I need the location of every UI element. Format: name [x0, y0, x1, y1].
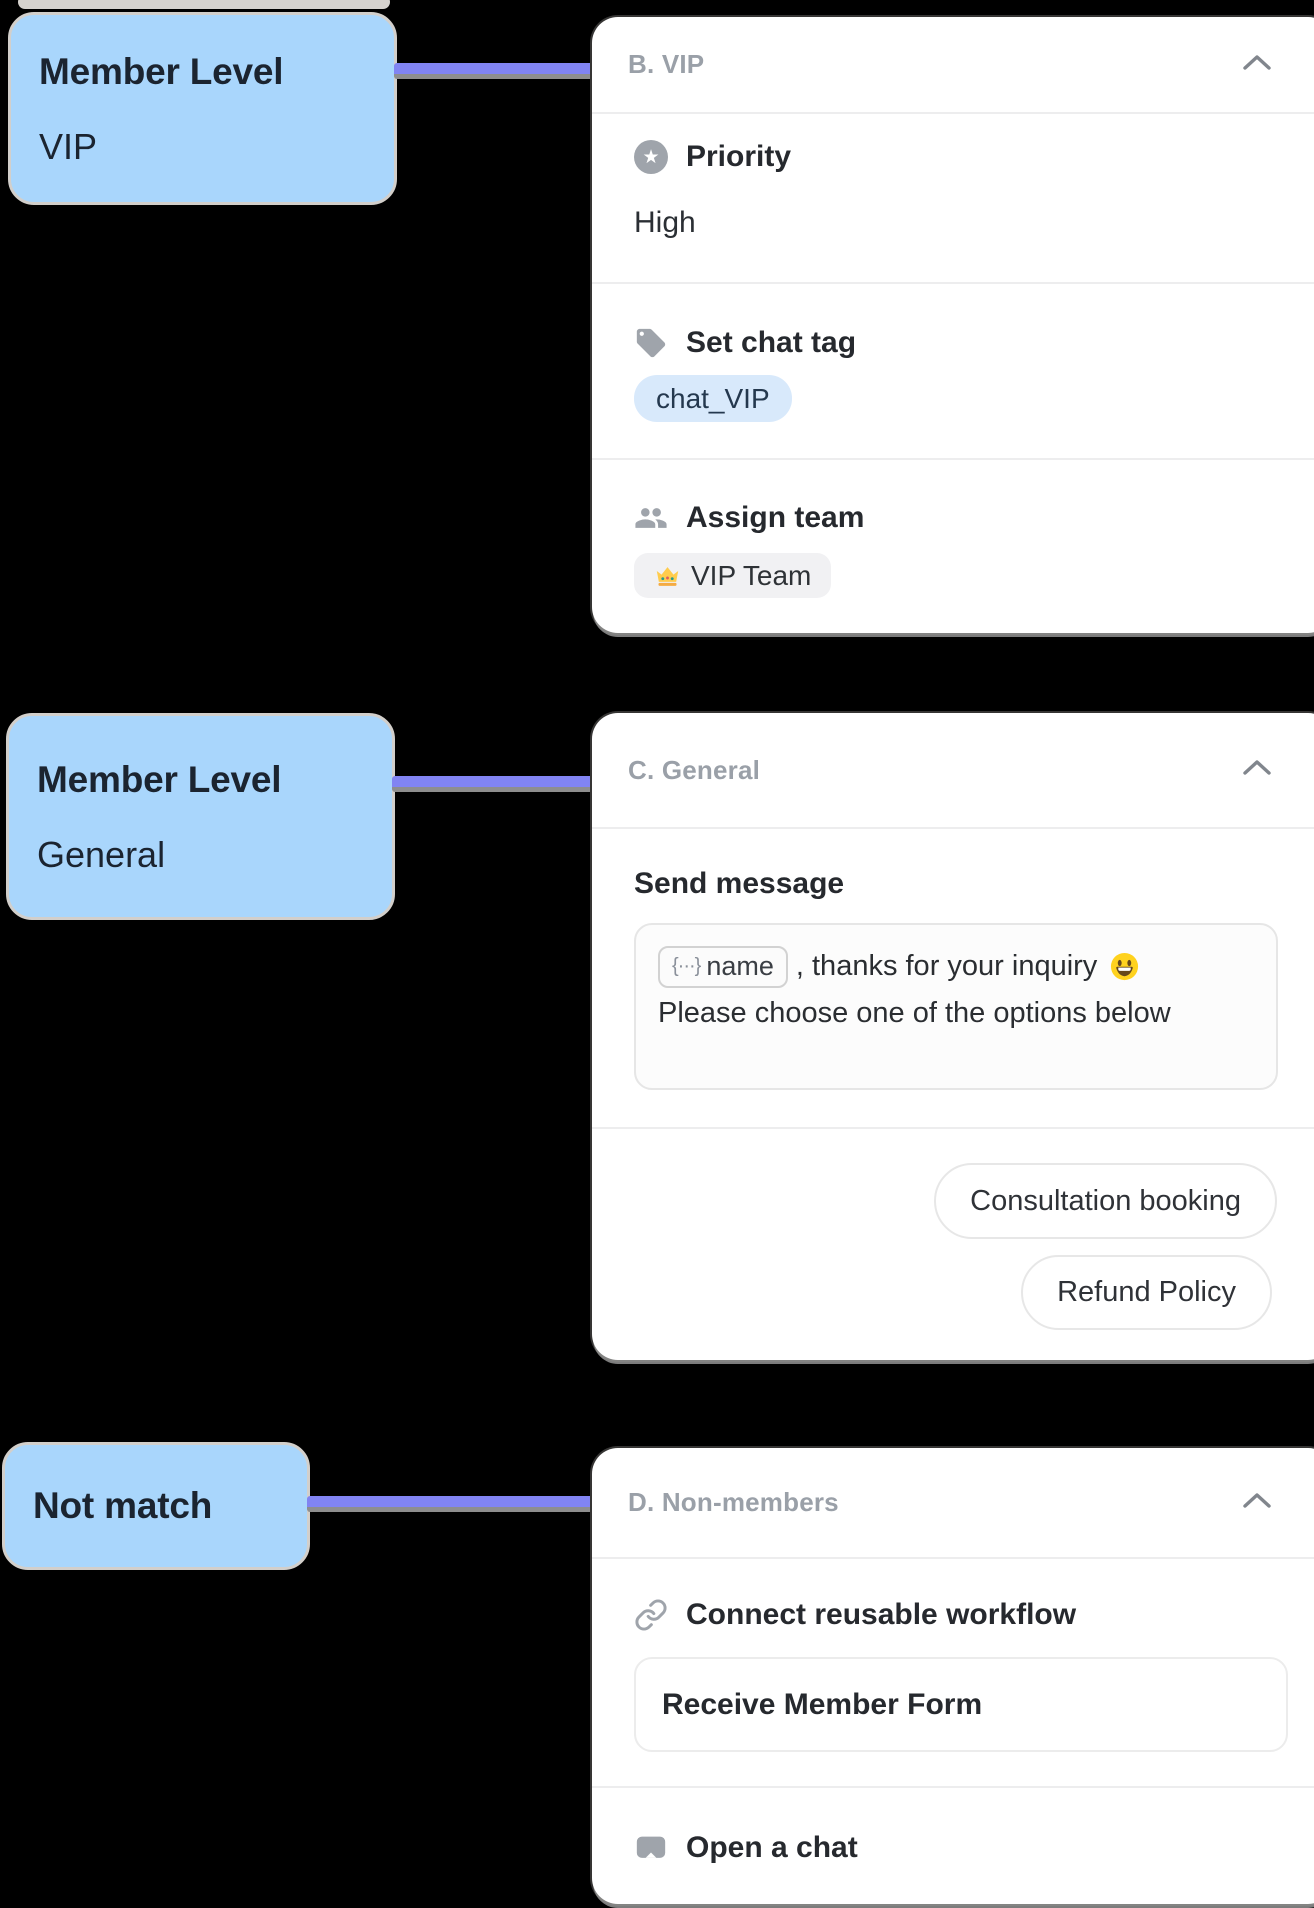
condition-label-not-match[interactable]: Not match: [2, 1442, 310, 1570]
divider: [592, 827, 1314, 829]
connect-workflow-label: Connect reusable workflow: [686, 1598, 1077, 1631]
divider: [592, 1557, 1314, 1559]
chat-tag-value[interactable]: chat_VIP: [634, 375, 792, 422]
card-non-members: D. Non-members Connect reusable workflow…: [592, 1448, 1314, 1904]
connector-line-vip: [394, 63, 590, 79]
card-title: D. Non-members: [628, 1487, 839, 1517]
chevron-up-icon[interactable]: [1242, 759, 1272, 781]
condition-label-vip[interactable]: Member Level VIP: [8, 12, 397, 205]
card-title: C. General: [628, 754, 761, 785]
chat-tag-row: Set chat tag: [634, 326, 856, 360]
crown-emoji-icon: [654, 562, 681, 589]
star-icon: ★: [634, 140, 668, 174]
assigned-team-value[interactable]: VIP Team: [634, 553, 832, 598]
card-non-members-header: D. Non-members: [592, 1448, 1314, 1557]
assign-team-row: Assign team: [634, 501, 864, 535]
connected-workflow-button[interactable]: Receive Member Form: [634, 1657, 1288, 1752]
quick-reply-refund-button[interactable]: Refund Policy: [1021, 1255, 1272, 1330]
variable-token-icon: {···}: [672, 955, 701, 977]
open-chat-row: Open a chat: [634, 1831, 858, 1865]
message-line-1: {···} name , thanks for your inquiry: [658, 943, 1254, 990]
condition-title: Not match: [33, 1485, 213, 1526]
smiley-emoji-icon: [1109, 951, 1140, 982]
condition-label-general[interactable]: Member Level General: [6, 713, 395, 920]
team-icon: [634, 501, 668, 535]
card-general: C. General Send message {···} name , tha…: [592, 713, 1314, 1360]
condition-value: VIP: [39, 125, 98, 167]
card-vip-header: B. VIP: [592, 17, 1314, 112]
condition-title: Member Level: [39, 50, 284, 92]
divider: [592, 112, 1314, 114]
chevron-up-icon[interactable]: [1242, 1492, 1272, 1514]
quick-reply-consultation-button[interactable]: Consultation booking: [934, 1163, 1277, 1239]
priority-value: High: [634, 206, 696, 239]
chat-tag-label: Set chat tag: [686, 326, 857, 359]
open-chat-label: Open a chat: [686, 1831, 858, 1864]
divider: [592, 1786, 1314, 1788]
chevron-up-icon[interactable]: [1242, 54, 1272, 76]
variable-token-name: name: [706, 951, 774, 981]
divider: [592, 1127, 1314, 1129]
divider: [592, 458, 1314, 460]
cutoff-node-edge: [18, 0, 390, 9]
variable-token-chip[interactable]: {···} name: [658, 945, 788, 988]
message-line-2: Please choose one of the options below: [658, 997, 1171, 1029]
assign-team-label: Assign team: [686, 501, 865, 534]
message-editor[interactable]: {···} name , thanks for your inquiry Ple…: [634, 923, 1278, 1090]
condition-title: Member Level: [37, 758, 282, 800]
link-icon: [634, 1598, 668, 1632]
connector-line-not-match: [307, 1496, 590, 1512]
divider: [592, 282, 1314, 284]
priority-label: Priority: [686, 140, 792, 173]
card-vip: B. VIP ★ Priority High Set chat tag chat…: [592, 17, 1314, 633]
connector-line-general: [392, 776, 590, 792]
send-message-label: Send message: [634, 867, 845, 900]
tag-icon: [634, 326, 668, 360]
card-general-header: C. General: [592, 713, 1314, 827]
condition-value: General: [37, 833, 166, 875]
chat-icon: [634, 1831, 668, 1865]
card-title: B. VIP: [628, 49, 705, 79]
priority-row: ★ Priority: [634, 140, 791, 174]
team-name: VIP Team: [691, 559, 812, 591]
connect-workflow-row: Connect reusable workflow: [634, 1598, 1076, 1632]
message-text: , thanks for your inquiry: [795, 950, 1098, 982]
